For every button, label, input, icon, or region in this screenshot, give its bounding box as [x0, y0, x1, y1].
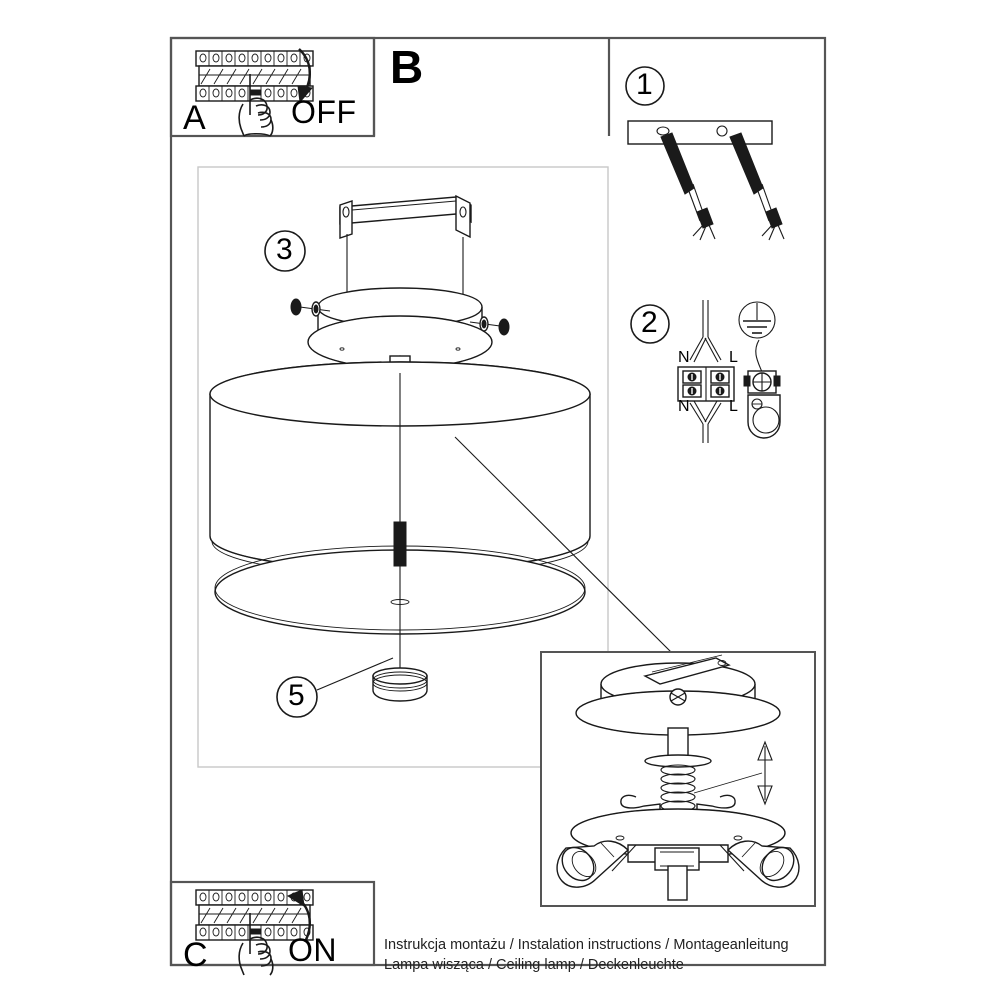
hand-pressing-icon-a: [238, 74, 274, 137]
panel-c-breaker-graphic: [195, 889, 314, 976]
terminal-label-l-bottom: L: [729, 398, 738, 415]
hand-pressing-icon-c: [238, 913, 274, 976]
step-1-graphic: [625, 66, 785, 241]
step-3-number: 3: [276, 233, 293, 266]
panel-b-letter: B: [390, 41, 424, 93]
panel-a-letter: A: [183, 99, 206, 137]
bottom-finial-cap: [372, 667, 428, 702]
curved-arrow-down-icon: [297, 48, 313, 104]
panel-a-breaker-graphic: [195, 48, 314, 137]
curved-arrow-up-icon: [286, 889, 311, 943]
lamp-shade-graphic: [209, 361, 673, 718]
step-2-graphic: [630, 300, 781, 443]
terminal-label-n-top: N: [678, 349, 690, 366]
lamp-socket-left: [556, 840, 630, 888]
step-2-badge-circle: [630, 304, 670, 344]
panel-c-action-label: ON: [288, 932, 337, 968]
step-5-number: 5: [288, 679, 305, 712]
step-2-number: 2: [641, 306, 658, 339]
footer-line-1: Instrukcja montażu / Instalation instruc…: [384, 937, 789, 953]
step-3-graphic: [264, 194, 510, 382]
detail-inset-graphic: [540, 651, 816, 907]
step-3-badge-circle: [264, 230, 306, 272]
earth-ground-icon: [738, 301, 776, 339]
panel-c-letter: C: [183, 936, 208, 974]
ceiling-bar: [627, 120, 773, 145]
main-illustration-panel: [197, 166, 609, 768]
socket-block: [393, 521, 407, 567]
up-down-arrow-icon: [757, 740, 773, 806]
footer-line-2: Lampa wisząca / Ceiling lamp / Deckenleu…: [384, 957, 684, 973]
step-1-number: 1: [636, 68, 653, 101]
panel-a-action-label: OFF: [291, 94, 357, 130]
outer-frame-rect: [169, 36, 827, 967]
detail-leader-line: [454, 436, 673, 654]
terminal-label-n-bottom: N: [678, 398, 690, 415]
terminal-label-l-top: L: [729, 349, 738, 366]
step-5-badge-circle: [276, 676, 318, 718]
lamp-socket-right: [726, 840, 800, 888]
step-1-badge-circle: [625, 66, 665, 106]
